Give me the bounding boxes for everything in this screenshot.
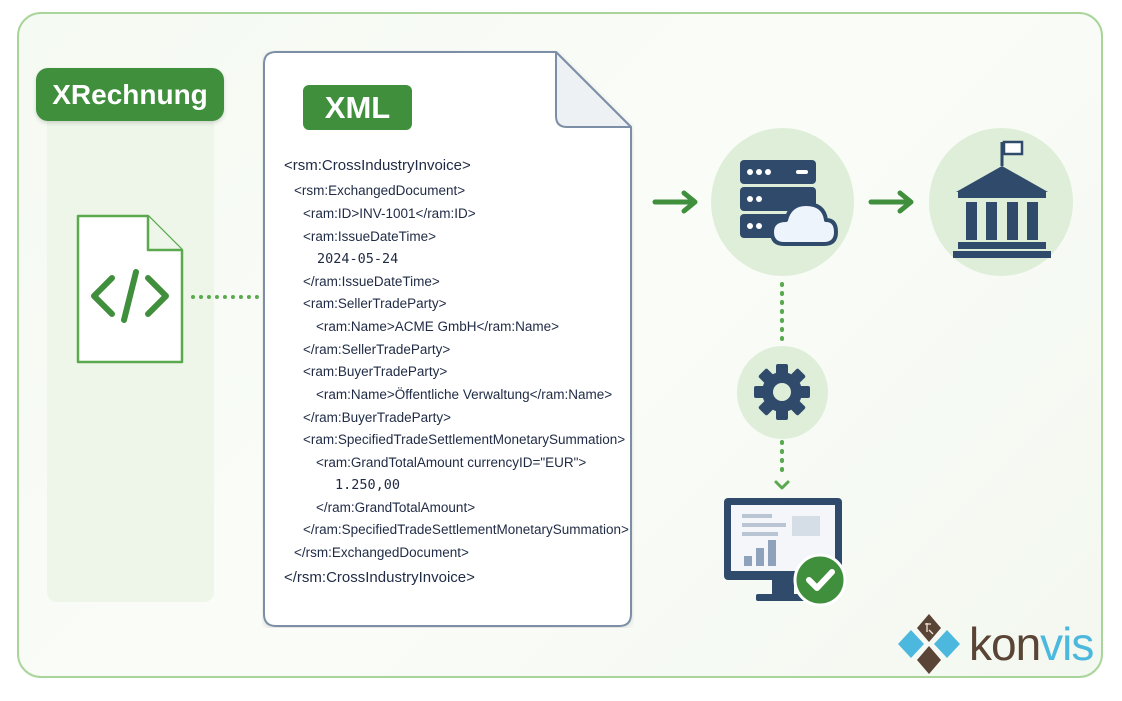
- xml-line: <ram:IssueDateTime>: [303, 229, 437, 244]
- xml-line: <ram:GrandTotalAmount currencyID="EUR">: [316, 455, 587, 470]
- logo-text-part: vis: [1040, 618, 1094, 670]
- connector-dotted-line: [780, 282, 784, 348]
- xml-document: [263, 51, 632, 627]
- xml-line: </ram:BuyerTradeParty>: [303, 410, 452, 425]
- logo-text-part: kon: [969, 618, 1041, 670]
- xml-badge: XML: [303, 85, 412, 130]
- xml-line: <ram:BuyerTradeParty>: [303, 364, 448, 379]
- monitor-checkmark-icon: [724, 498, 847, 607]
- xml-line: <ram:SpecifiedTradeSettlementMonetarySum…: [303, 432, 626, 447]
- server-cloud-icon: [740, 160, 838, 246]
- xml-line: </ram:SpecifiedTradeSettlementMonetarySu…: [303, 522, 629, 537]
- xrechnung-badge: XRechnung: [36, 68, 224, 121]
- government-building-icon: [953, 140, 1051, 258]
- xml-line: 1.250,00: [335, 477, 401, 493]
- arrow-right-icon: [652, 190, 698, 214]
- arrow-right-icon: [868, 190, 914, 214]
- xml-line: 2024-05-24: [317, 251, 399, 267]
- konvis-logo-icon: [898, 614, 960, 674]
- xml-line: <ram:ID>INV-1001</ram:ID>: [303, 206, 476, 221]
- xml-line: </ram:GrandTotalAmount>: [316, 500, 476, 515]
- xml-line: <ram:Name>Öffentliche Verwaltung</ram:Na…: [316, 387, 613, 402]
- xml-line: <ram:Name>ACME GmbH</ram:Name>: [316, 319, 560, 334]
- code-icon: [76, 214, 184, 364]
- gear-icon: [754, 364, 810, 420]
- xml-line: <rsm:CrossIndustryInvoice>: [284, 157, 471, 174]
- konvis-logo-text: konvis: [969, 612, 1094, 676]
- connector-dotted-line: [191, 295, 259, 299]
- xml-line: </ram:IssueDateTime>: [303, 274, 440, 289]
- xml-line: <ram:SellerTradeParty>: [303, 296, 447, 311]
- arrow-down-icon: [774, 440, 790, 490]
- xml-line: </rsm:ExchangedDocument>: [294, 545, 469, 560]
- xml-line: </ram:SellerTradeParty>: [303, 342, 451, 357]
- xml-line: <rsm:ExchangedDocument>: [294, 183, 466, 198]
- xml-line: </rsm:CrossIndustryInvoice>: [284, 569, 475, 586]
